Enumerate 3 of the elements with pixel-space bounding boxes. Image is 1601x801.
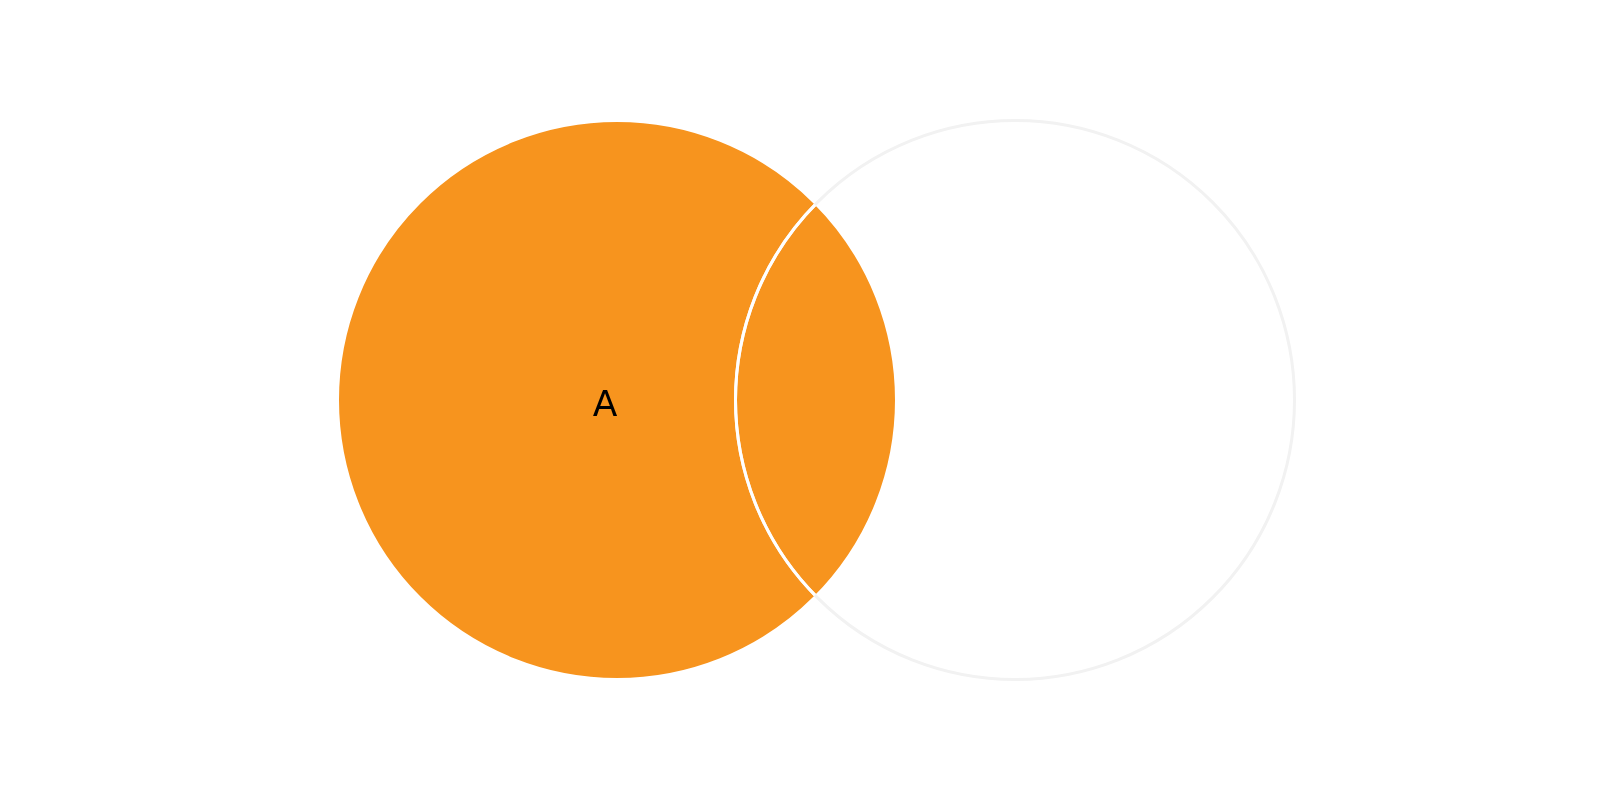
circle-shape	[734, 119, 1296, 681]
set-label: A	[592, 386, 618, 422]
venn-circle	[336, 119, 898, 681]
